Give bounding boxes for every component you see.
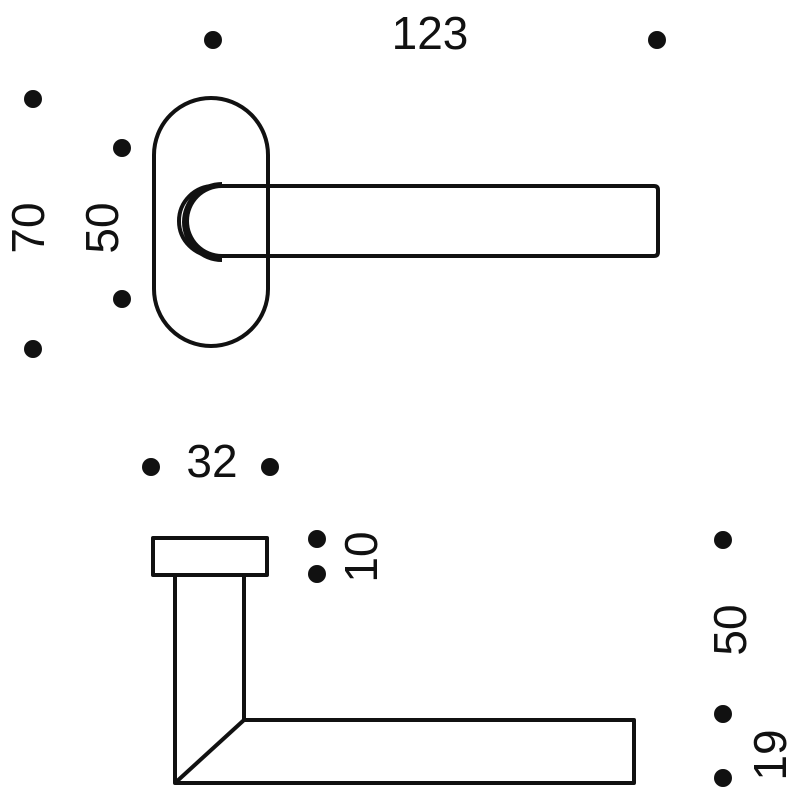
dim-label-side-height: 50 bbox=[704, 604, 756, 655]
dim-dot-bar-bottom bbox=[714, 769, 732, 787]
lever-collar-shadow bbox=[182, 182, 222, 262]
dim-dot-height-top bbox=[714, 531, 732, 549]
dim-dot-top-right bbox=[648, 31, 666, 49]
dim-dot-top-left bbox=[204, 31, 222, 49]
dim-label-side-width: 32 bbox=[186, 435, 237, 487]
dim-label-rose-inner-height: 50 bbox=[76, 202, 128, 253]
dim-label-collar: 10 bbox=[335, 531, 387, 582]
dim-dot-inner-bottom bbox=[113, 290, 131, 308]
dim-dot-side-right bbox=[261, 458, 279, 476]
dim-dot-collar-bottom bbox=[308, 565, 326, 583]
dim-label-rose-outer-height: 70 bbox=[2, 202, 54, 253]
dim-label-side-bar: 19 bbox=[744, 729, 794, 780]
dim-dot-collar-top bbox=[308, 530, 326, 548]
lever-arm-top bbox=[177, 184, 660, 258]
dim-dot-outer-bottom bbox=[24, 340, 42, 358]
dim-dot-inner-top bbox=[113, 139, 131, 157]
dim-dot-side-left bbox=[142, 458, 160, 476]
collar-cap bbox=[151, 536, 269, 577]
rose-oval bbox=[152, 96, 270, 348]
top-view: 123 70 50 bbox=[2, 7, 666, 358]
dim-dot-outer-top bbox=[24, 90, 42, 108]
lever-side-profile bbox=[173, 575, 636, 785]
lever-bevel-line bbox=[173, 718, 246, 785]
side-view: 32 10 50 19 bbox=[142, 435, 794, 787]
dim-dot-height-bottom bbox=[714, 705, 732, 723]
dim-label-top-width: 123 bbox=[392, 7, 469, 59]
